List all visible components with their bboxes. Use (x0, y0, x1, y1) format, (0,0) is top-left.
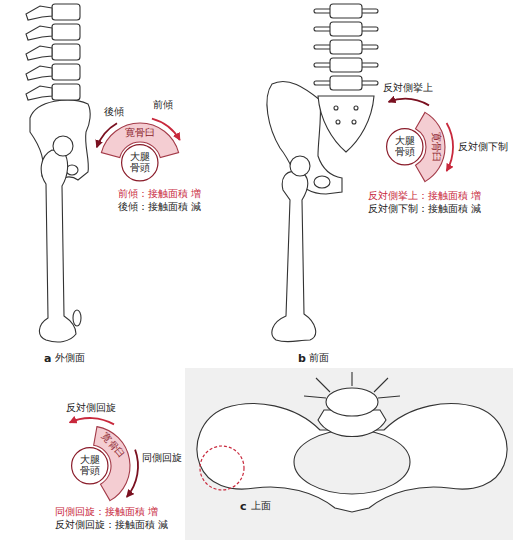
femur (272, 172, 316, 342)
panel-letter: b (298, 352, 306, 365)
spinous-process (26, 46, 52, 60)
tilt-arrow (447, 123, 453, 171)
femoral-head-circle: 大腿 骨頭 (121, 144, 159, 182)
femoral-head-circle: 大腿 骨頭 (71, 447, 109, 485)
pelvic-inlet (294, 430, 410, 494)
tilt-arrow (389, 99, 429, 105)
panel-ground (185, 368, 513, 540)
vertebral-body (326, 388, 378, 416)
annotation-text: 外側面 (55, 352, 85, 364)
vertebra (330, 40, 362, 54)
spinous-process (26, 26, 52, 40)
annotation-text: 反対側挙上：接触面積 増 (368, 190, 481, 202)
femoral-head (290, 156, 310, 176)
spinous-process (26, 6, 52, 20)
vertebra (330, 22, 362, 36)
vertebra (52, 44, 80, 60)
lateral-skeleton (26, 4, 90, 342)
spinous-process (26, 66, 52, 80)
sacral-foramen (354, 106, 358, 110)
annotation-text: 同側回旋：接触面積 増 (55, 506, 158, 518)
sacral-foramen (352, 120, 356, 124)
femur (39, 150, 76, 342)
femoral-head-label: 大腿 骨頭 (79, 455, 102, 477)
acetabulum-label: 寛骨臼 (430, 132, 441, 162)
sacral-foramen (334, 106, 338, 110)
vertebra (330, 58, 362, 72)
annotation-text: 反対側挙上 (383, 82, 433, 94)
annotation-text: 後傾：接触面積 減 (118, 201, 201, 213)
femoral-head-label: 大腿 骨頭 (129, 152, 152, 174)
annotation-text: 反対側回旋 (66, 402, 116, 414)
annotation-text: 前傾：接触面積 増 (118, 188, 201, 200)
vertebra (330, 4, 362, 18)
patella (73, 310, 81, 326)
annotation-text: 上面 (251, 500, 271, 512)
femoral-head-circle: 大腿 骨頭 (386, 128, 424, 166)
vertebra (52, 4, 80, 20)
acetabulum-marker (200, 446, 244, 490)
panel-letter: a (44, 352, 51, 365)
femoral-head-label: 大腿 骨頭 (394, 136, 417, 158)
vertebra (52, 24, 80, 40)
annotation-text: 同側回旋 (142, 452, 182, 464)
annotation-text: 前傾 (153, 99, 173, 111)
panel-letter: c (240, 500, 247, 513)
obturator-foramen (314, 176, 330, 188)
annotation-text: 反対側下制 (458, 141, 508, 153)
femoral-head (53, 136, 73, 156)
pelvic-ring (197, 404, 507, 512)
annotation-text: 反対側回旋：接触面積 減 (55, 519, 168, 531)
acetabulum-label: 寛骨臼 (125, 127, 155, 138)
vertebra (330, 76, 362, 90)
annotation-text: 前面 (309, 352, 329, 364)
vertebra (52, 64, 80, 80)
femoral-head-shape (72, 448, 108, 484)
femoral-head-shape (387, 129, 423, 165)
rotation-arrow (70, 418, 114, 424)
anterior-skeleton (267, 4, 378, 342)
vertebra (52, 84, 80, 100)
femoral-head-shape (122, 145, 158, 181)
sacral-foramen (336, 120, 340, 124)
spinous-process (26, 86, 52, 100)
annotation-text: 後傾 (104, 106, 124, 118)
sacrum (318, 96, 374, 152)
superior-pelvis (197, 372, 507, 512)
annotation-text: 反対側下制：接触面積 減 (368, 203, 481, 215)
